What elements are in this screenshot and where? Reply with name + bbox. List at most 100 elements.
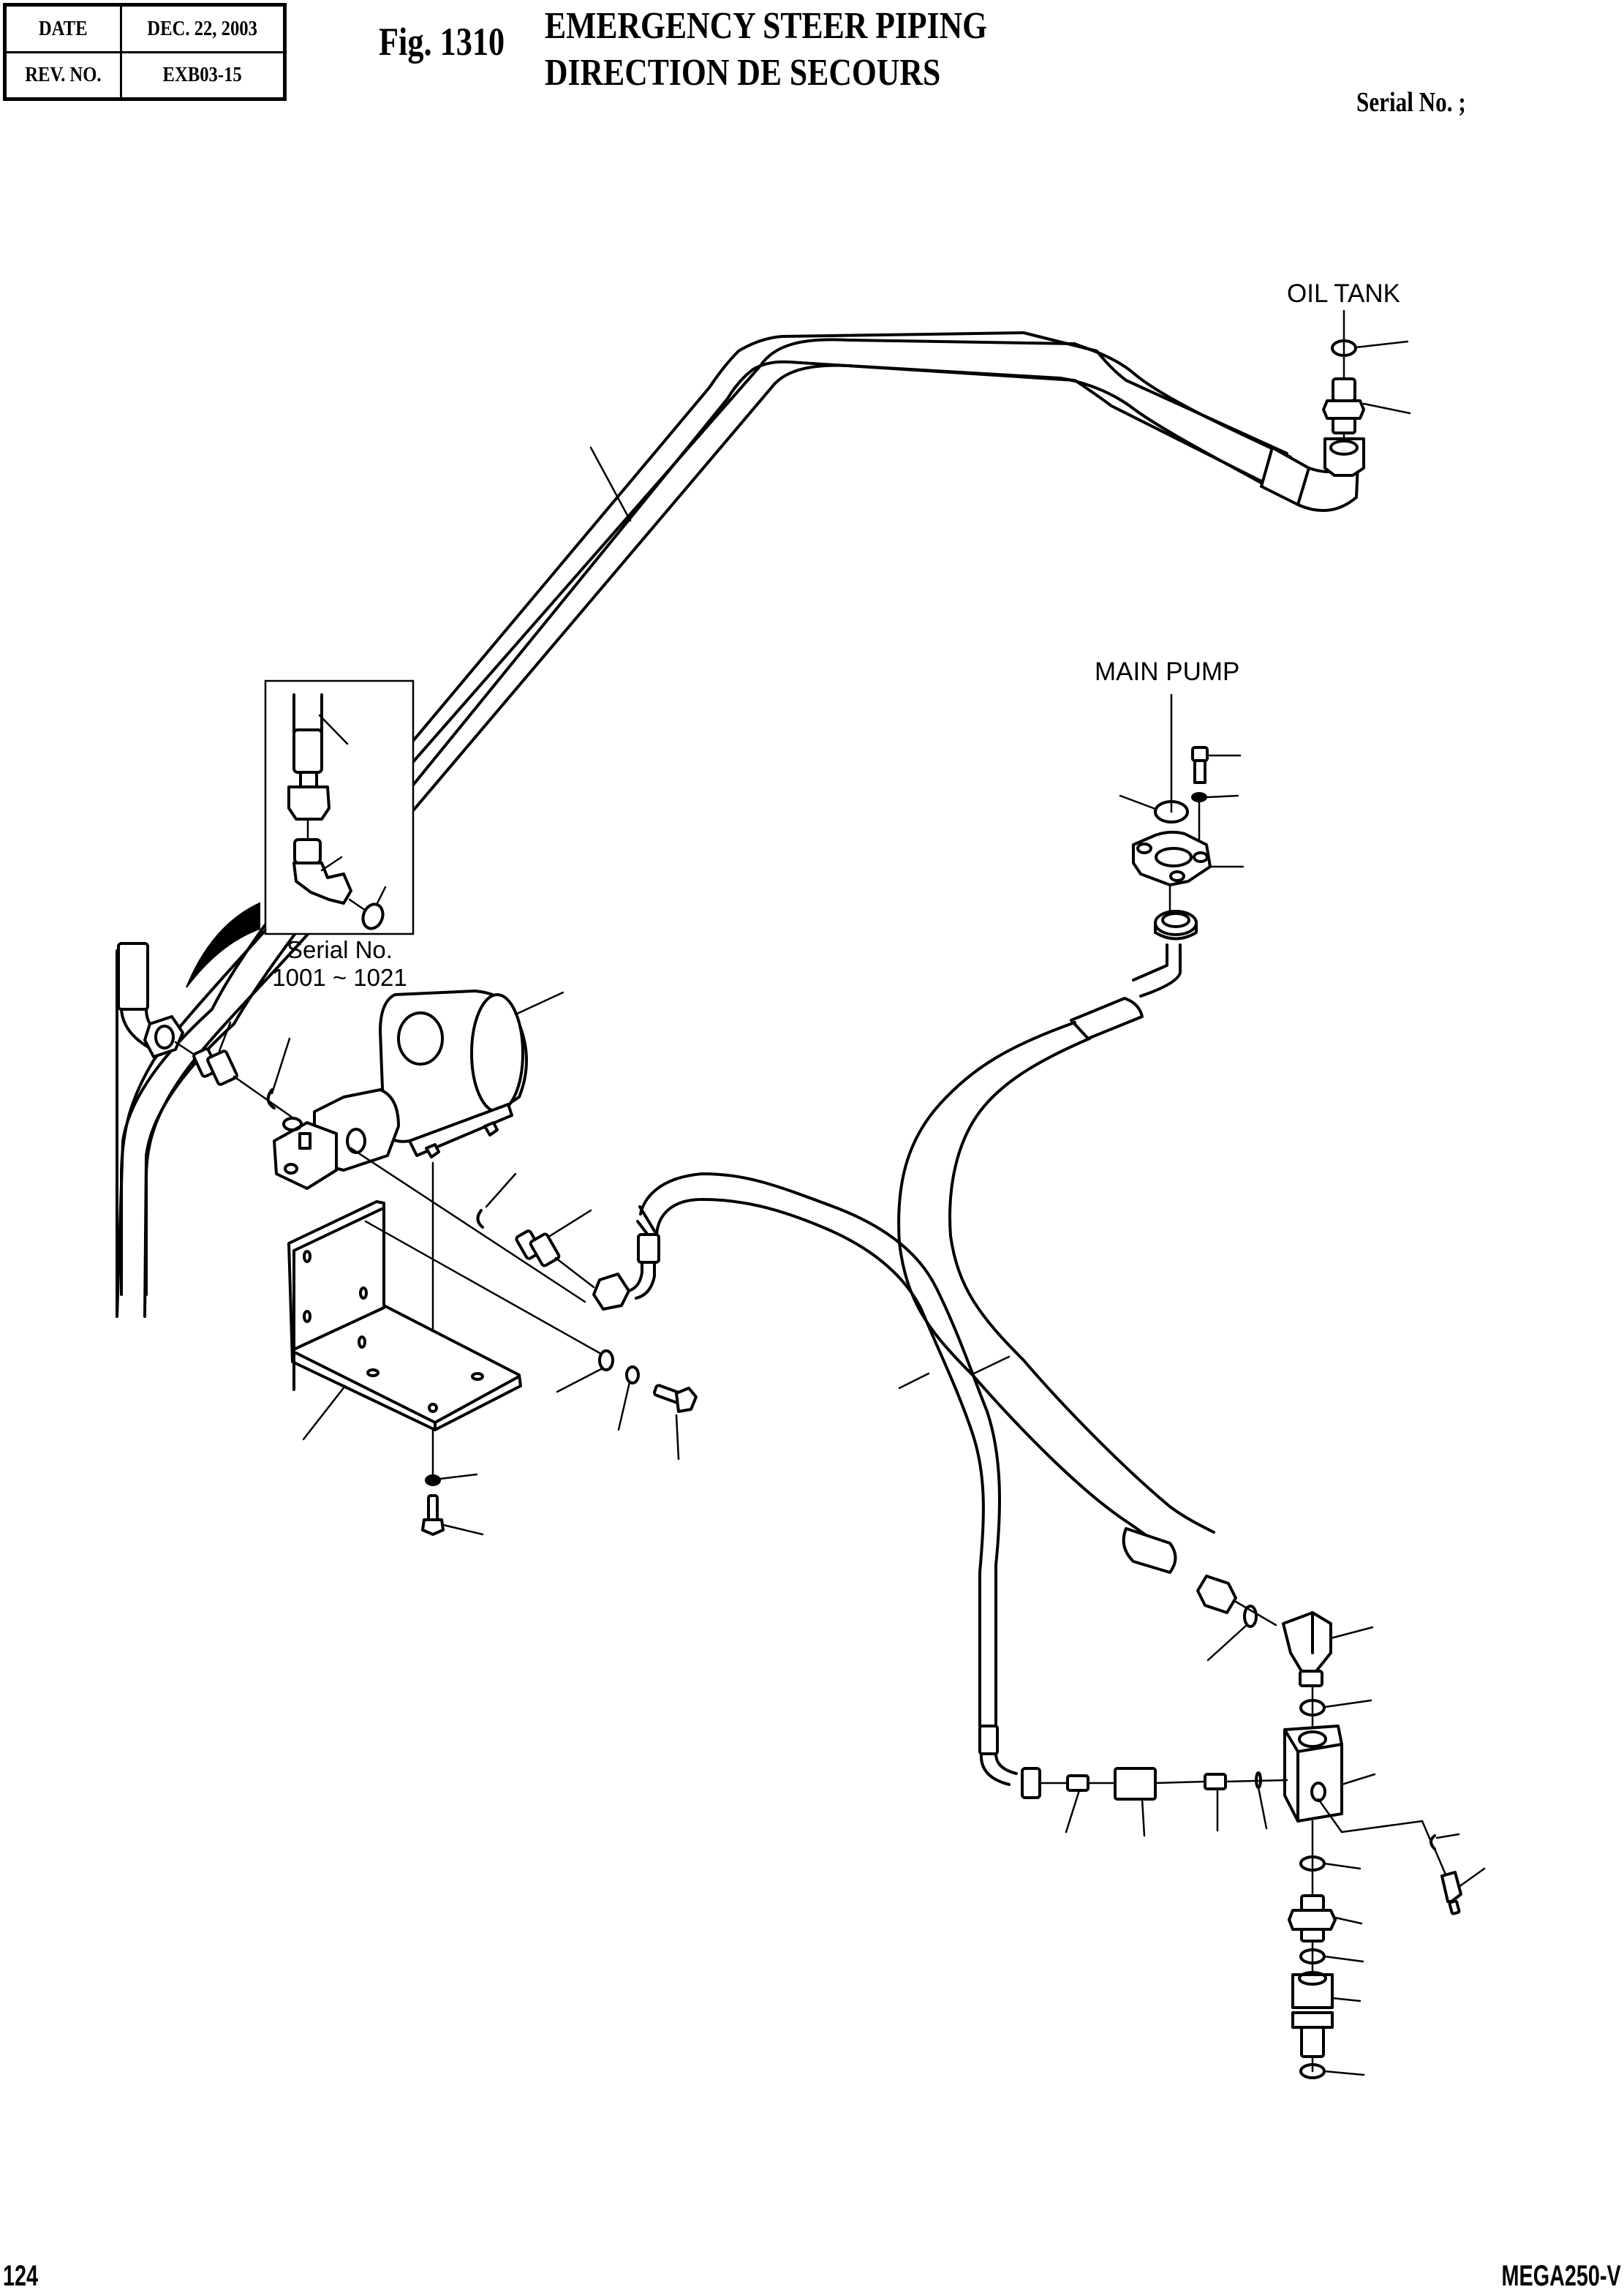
swivel-nut	[287, 785, 331, 821]
oil-tank-connector	[1322, 309, 1411, 477]
swivel-nut	[143, 1015, 184, 1058]
leader-line	[1329, 1626, 1374, 1640]
motor-end-cap	[470, 993, 524, 1113]
leader-line	[1331, 1997, 1361, 2002]
bolt-shank	[427, 1494, 439, 1523]
leader-line	[675, 1414, 680, 1461]
model-name: MEGA250-V	[1501, 2260, 1621, 2292]
motor-terminal	[397, 1011, 444, 1066]
o-ring	[1243, 1605, 1258, 1628]
o-ring	[1154, 800, 1189, 824]
leader-line	[1065, 1789, 1081, 1834]
leader-line	[1323, 1955, 1364, 1963]
bolt	[1191, 746, 1209, 762]
leader-line	[485, 1172, 517, 1208]
leader-line	[1323, 1862, 1361, 1870]
motor-foot	[408, 1103, 513, 1157]
date-value-text: DEC. 22, 2003	[147, 16, 258, 40]
connector	[1066, 1774, 1089, 1792]
washer	[598, 1349, 614, 1371]
leader-line	[375, 886, 387, 906]
leader-line	[1435, 1833, 1460, 1839]
main-pump-flange	[1119, 693, 1245, 941]
check-valve	[1114, 1767, 1157, 1801]
leader-line	[1257, 1786, 1268, 1830]
bolt-shank	[1193, 759, 1206, 784]
washer	[425, 1474, 441, 1486]
adapter-hex	[1288, 1909, 1337, 1931]
inset-serial-label: Serial No. 1001 ~ 1021	[265, 936, 415, 992]
adapter-upper-thread	[1332, 377, 1356, 402]
adapter-hex	[206, 1049, 238, 1086]
leader-line	[1323, 2070, 1365, 2076]
o-ring	[266, 1088, 276, 1109]
pump-outlet-hose	[592, 1172, 1018, 1786]
leader-line	[1362, 402, 1411, 415]
connector	[1204, 1773, 1227, 1790]
valve-block	[1283, 1725, 1435, 1918]
title-english: EMERGENCY STEER PIPING	[545, 5, 988, 47]
elbow-fitting	[1282, 1611, 1374, 1742]
page-number: 124	[3, 2260, 39, 2292]
leader-line	[898, 1372, 930, 1390]
adapter-hex	[529, 1232, 561, 1267]
inset-serial-line2: 1001 ~ 1021	[272, 964, 407, 991]
leader-line	[1340, 1773, 1376, 1786]
pump-outlet-fittings	[476, 1172, 595, 1289]
leader-line	[1206, 1624, 1248, 1662]
serial-inset	[186, 679, 415, 988]
page-title: EMERGENCY STEER PIPING DIRECTION DE SECO…	[545, 3, 987, 97]
pump-inlet-fittings	[143, 1015, 294, 1119]
o-ring	[1299, 1699, 1326, 1716]
o-ring	[1430, 1834, 1436, 1850]
revision-table: DATE DEC. 22, 2003 REV. NO. EXB03-15	[3, 3, 287, 101]
rev-value: EXB03-15	[120, 50, 286, 100]
leader-line	[1323, 1699, 1372, 1708]
mounting-bracket	[287, 1200, 601, 1479]
leader-line	[320, 856, 343, 872]
hose-ferrule	[1070, 997, 1144, 1040]
swivel-nut	[1323, 437, 1365, 477]
swivel-nut	[1196, 1575, 1237, 1614]
hose-ferrule	[1122, 1527, 1177, 1574]
leader-line	[617, 1381, 631, 1431]
hose-ferrule	[637, 1233, 660, 1264]
emergency-steer-pump-motor	[273, 990, 586, 1362]
leader-line	[1141, 1798, 1146, 1837]
leader-line	[1119, 794, 1157, 810]
leader-line	[318, 714, 349, 745]
leader-line	[302, 1384, 347, 1441]
rev-value-text: EXB03-15	[162, 63, 243, 87]
leader-line	[514, 991, 564, 1016]
adapter-hex	[1322, 399, 1365, 420]
reference-arrow	[186, 902, 260, 988]
pressure-hose	[897, 943, 1277, 1662]
lower-fitting-stack	[1288, 1855, 1365, 2079]
figure-number: Fig. 1310	[379, 20, 505, 64]
bracket-fasteners	[421, 1349, 698, 1536]
rev-label-text: REV. NO.	[25, 63, 102, 87]
leader-line	[1457, 1867, 1486, 1888]
date-label: DATE	[4, 4, 122, 53]
pressure-switch	[1430, 1833, 1486, 1915]
serial-number-label: Serial No. ;	[1356, 87, 1466, 118]
title-french: DIRECTION DE SECOURS	[545, 52, 941, 94]
leader-line	[589, 446, 632, 522]
leader-line	[271, 1037, 291, 1095]
date-label-text: DATE	[39, 16, 88, 40]
o-ring	[476, 1209, 484, 1229]
lock-washer	[625, 1365, 640, 1384]
leader-line	[218, 1021, 232, 1052]
rev-label: REV. NO.	[4, 50, 122, 100]
oil-tank-label: OIL TANK	[1287, 279, 1400, 308]
thread	[1300, 2026, 1325, 2058]
leader-line	[972, 1355, 1011, 1375]
inline-fitting-assembly	[1021, 1767, 1288, 1837]
leader-line	[1354, 340, 1409, 349]
leader-line	[442, 1523, 484, 1536]
washer	[1191, 792, 1207, 802]
elbow-adapter	[292, 862, 352, 905]
main-pump-label: MAIN PUMP	[1095, 657, 1240, 686]
leader-line	[1205, 794, 1239, 799]
